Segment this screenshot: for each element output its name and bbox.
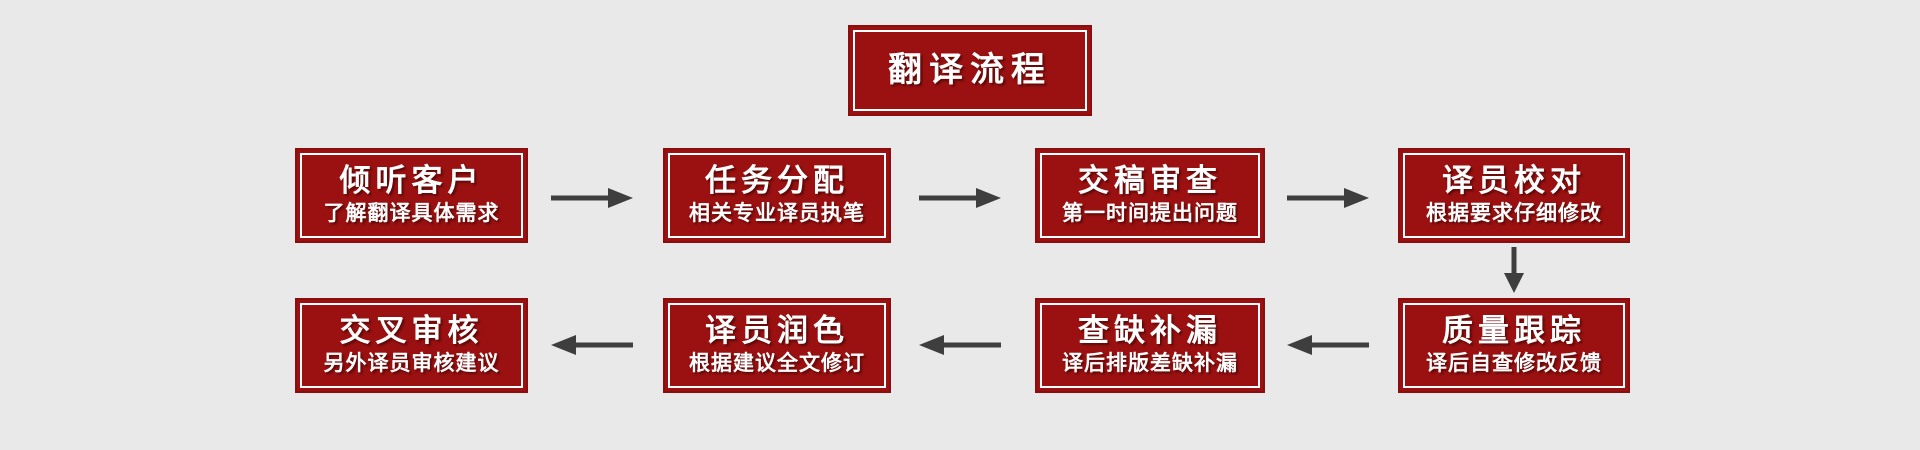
arrow-down-icon [1500,247,1528,293]
step-subtitle: 第一时间提出问题 [1062,202,1238,226]
flow-step-box-draft-review: 交稿审查 第一时间提出问题 [1035,148,1265,243]
step-subtitle: 根据建议全文修订 [689,352,865,376]
arrow-left-icon [919,330,1001,360]
step-title: 交稿审查 [1078,163,1222,199]
arrow-left-icon [1287,330,1369,360]
step-subtitle: 相关专业译员执笔 [689,202,865,226]
arrow-left-icon [551,330,633,360]
flow-step-box-translator-polishing: 译员润色 根据建议全文修订 [663,298,891,393]
arrow-right-icon [551,183,633,213]
flow-step-box-quality-tracking: 质量跟踪 译后自查修改反馈 [1398,298,1630,393]
arrow-right-icon [1287,183,1369,213]
step-title: 译员校对 [1442,163,1586,199]
flow-title: 翻译流程 [888,50,1052,89]
flow-step-box-cross-review: 交叉审核 另外译员审核建议 [295,298,528,393]
step-title: 倾听客户 [339,163,484,199]
step-title: 译员润色 [705,313,849,349]
flow-title-box: 翻译流程 [848,25,1092,116]
step-subtitle: 译后自查修改反馈 [1426,352,1602,376]
flow-step-box-task-assignment: 任务分配 相关专业译员执笔 [663,148,891,243]
flow-step-box-listen-customer: 倾听客户 了解翻译具体需求 [295,148,528,243]
step-title: 查缺补漏 [1078,313,1222,349]
step-title: 任务分配 [705,163,849,199]
step-subtitle: 了解翻译具体需求 [323,202,500,226]
step-title: 交叉审核 [339,313,484,349]
step-subtitle: 另外译员审核建议 [323,352,500,376]
flow-step-box-gap-filling: 查缺补漏 译后排版差缺补漏 [1035,298,1265,393]
flow-step-box-translator-proofreading: 译员校对 根据要求仔细修改 [1398,148,1630,243]
arrow-right-icon [919,183,1001,213]
step-subtitle: 根据要求仔细修改 [1426,202,1602,226]
step-title: 质量跟踪 [1442,313,1586,349]
step-subtitle: 译后排版差缺补漏 [1062,352,1238,376]
